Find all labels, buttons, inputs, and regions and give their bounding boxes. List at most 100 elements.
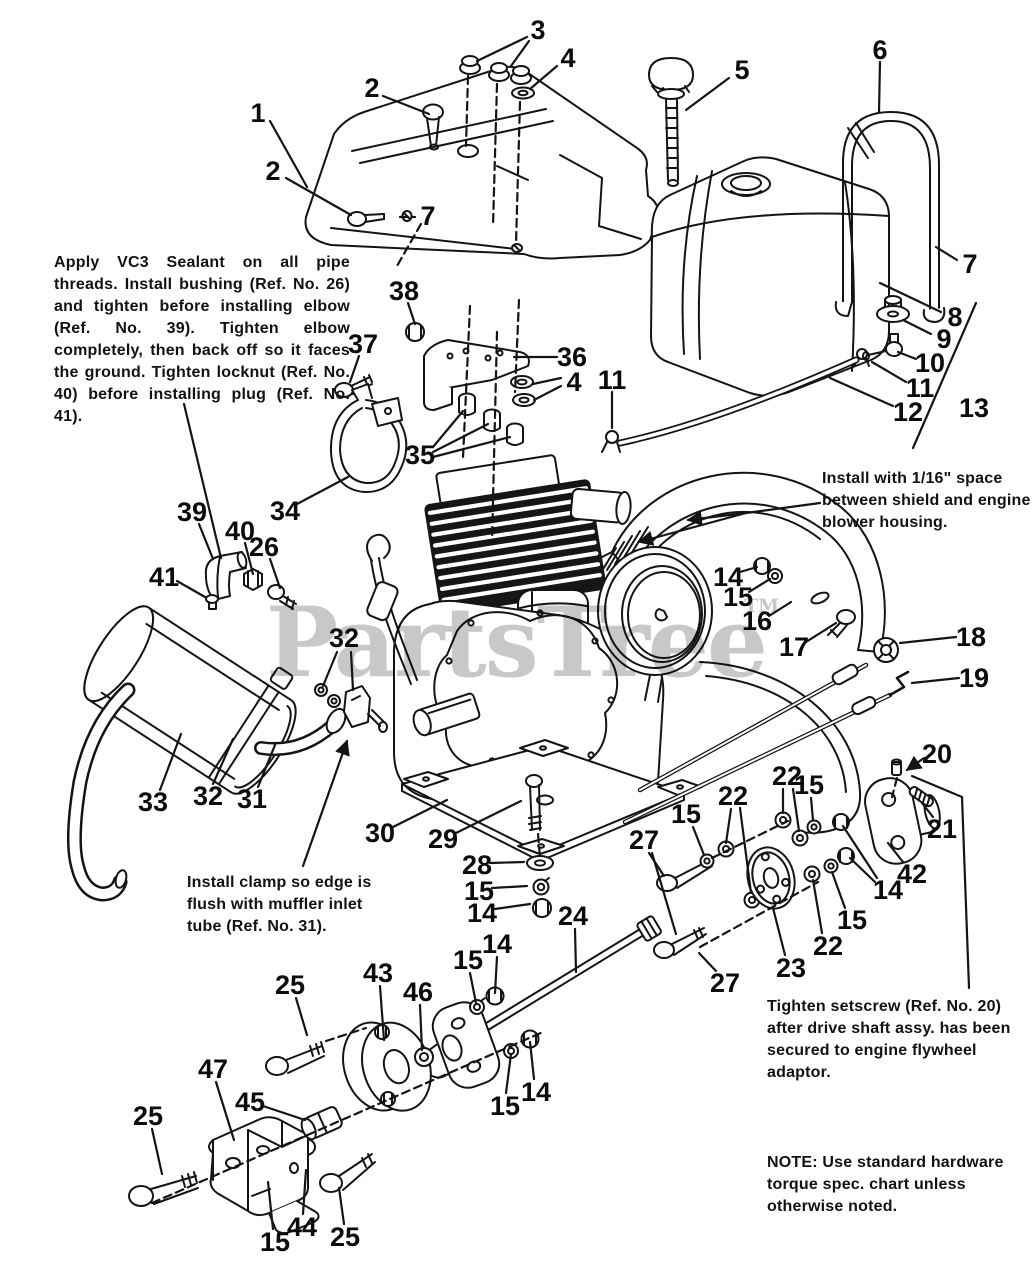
callout-leader (509, 39, 531, 68)
flywheel (597, 546, 713, 703)
callout-leader (391, 798, 449, 829)
callout-25: 25 (330, 1222, 360, 1252)
assembly-dashed-line (710, 819, 790, 860)
nut-14-upper (753, 557, 771, 575)
callout-leader (158, 732, 183, 792)
watermark: PartsTree TM (266, 586, 779, 699)
callout-32: 32 (193, 781, 223, 811)
callout-leader (214, 1080, 236, 1142)
callout-leader (573, 927, 578, 974)
callout-18: 18 (956, 622, 986, 652)
callout-leader (475, 35, 529, 63)
callout-leader (901, 318, 933, 336)
key-21 (908, 786, 934, 808)
callout-leader (468, 971, 478, 1005)
callout-leader (910, 676, 961, 685)
callout-leader (256, 743, 277, 789)
callout-leader (771, 906, 787, 957)
callout-leader (898, 635, 958, 645)
pipe-clamp-32-parts (314, 683, 388, 733)
callout-leader (828, 376, 895, 408)
callout-47: 47 (198, 1054, 228, 1084)
callout-9: 9 (936, 324, 951, 354)
callout-leader (767, 600, 793, 618)
elbow-39 (204, 551, 247, 601)
callout-22: 22 (718, 781, 748, 811)
callout-leader (431, 422, 490, 454)
callout-3: 3 (530, 15, 545, 45)
washer-4-top (511, 86, 535, 100)
callout-leader (531, 376, 563, 386)
callout-leader (811, 878, 824, 935)
fuel-cap-gauge (648, 57, 694, 187)
callout-leader (337, 1186, 346, 1226)
callout-39: 39 (177, 497, 207, 527)
callout-24: 24 (558, 901, 588, 931)
callout-8: 8 (947, 302, 962, 332)
callout-2: 2 (265, 156, 280, 186)
callout-33: 33 (138, 787, 168, 817)
callout-31: 31 (237, 784, 267, 814)
callout-25: 25 (275, 970, 305, 1000)
note-leader (637, 511, 748, 546)
callout-leader (804, 621, 838, 644)
callout-38: 38 (389, 276, 419, 306)
callout-1: 1 (250, 98, 265, 128)
callout-leader (870, 360, 908, 384)
callout-46: 46 (403, 977, 433, 1007)
fuel-tank (650, 156, 890, 397)
callout-35: 35 (405, 440, 435, 470)
callout-leader (724, 807, 733, 845)
callout-leader (493, 955, 499, 995)
callout-28: 28 (462, 850, 492, 880)
callout-leader (684, 76, 731, 112)
callout-leader (268, 557, 282, 590)
callout-2: 2 (364, 73, 379, 103)
note-leader (911, 301, 978, 450)
callout-leader (691, 825, 706, 857)
washer-4b (512, 393, 536, 407)
callout-15: 15 (723, 582, 753, 612)
clamp-32-band (207, 684, 280, 786)
base-bolt-stack (525, 774, 554, 918)
callout-5: 5 (734, 55, 749, 85)
callout-leader (406, 301, 417, 326)
crankshaft-stub (412, 692, 481, 737)
bushing-45 (300, 1106, 343, 1141)
callout-leader (841, 824, 879, 880)
callout-30: 30 (365, 818, 395, 848)
bolt-17 (836, 609, 856, 625)
callout-27: 27 (710, 968, 740, 998)
callout-leader (150, 1127, 164, 1176)
callout-leader (809, 796, 815, 822)
note-leader (301, 739, 350, 868)
callout-23: 23 (776, 953, 806, 983)
assembly-dashed-line (491, 82, 499, 228)
callout-leader (747, 577, 772, 594)
bolt-25c (319, 1173, 343, 1193)
callout-leader (878, 281, 943, 314)
callout-leader (905, 755, 926, 772)
callout-leader (348, 354, 361, 384)
callout-16: 16 (742, 606, 772, 636)
callout-leader (321, 650, 339, 688)
callout-leader (175, 579, 207, 599)
callout-leader (431, 409, 465, 449)
watermark-text: PartsTree (266, 586, 766, 699)
callout-11: 11 (598, 365, 627, 395)
washer-28 (526, 855, 554, 871)
callout-leader (418, 1003, 424, 1052)
upper-shield-hardware (753, 557, 856, 638)
callout-37: 37 (348, 329, 378, 359)
callout-4: 4 (566, 367, 581, 397)
assembly-dashed-line (464, 74, 470, 148)
bolt-27b (653, 941, 675, 959)
callout-leader (454, 799, 523, 835)
callout-25: 25 (133, 1101, 163, 1131)
grommet (876, 295, 910, 323)
callout-26: 26 (249, 532, 279, 562)
bolt-2-side (347, 211, 367, 227)
callout-leader (197, 522, 215, 561)
